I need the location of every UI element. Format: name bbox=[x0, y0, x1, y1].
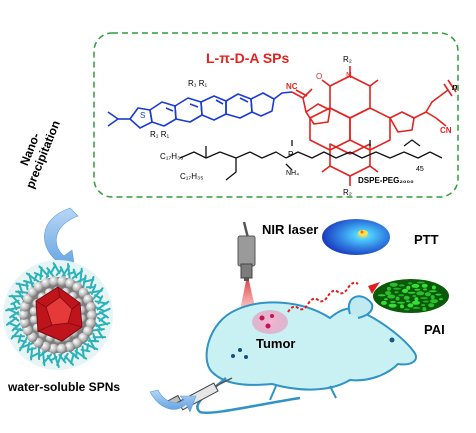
lipid-phosphorus: P bbox=[288, 150, 294, 159]
acceptor-r2-top: R₂ bbox=[343, 55, 352, 64]
donor-unit bbox=[107, 91, 293, 129]
donor-r1-bottom: R₁ R₁ bbox=[150, 130, 170, 139]
photoacoustic-wave bbox=[287, 281, 359, 313]
acceptor-o: O bbox=[316, 72, 323, 81]
laser-label: NIR laser bbox=[262, 222, 319, 237]
ptt-label: PTT bbox=[414, 232, 439, 247]
pai-label: PAI bbox=[424, 322, 445, 337]
lipid-ammonium: NH₄ bbox=[286, 170, 299, 177]
injection-arrow bbox=[149, 389, 197, 413]
ptt-image bbox=[322, 219, 390, 255]
pai-image bbox=[373, 279, 449, 313]
acceptor-n: N bbox=[346, 71, 352, 80]
lipid-chain-2: C₁₇H₃₅ bbox=[180, 172, 204, 181]
tumor-region bbox=[252, 310, 288, 334]
polymer-title: L-π-D-A SPs bbox=[206, 50, 290, 66]
nanoparticle-label: water-soluble SPNs bbox=[8, 380, 121, 394]
lipid-chain-1: C₁₇H₃₅ bbox=[160, 152, 184, 161]
tumor-label: Tumor bbox=[256, 336, 296, 351]
repeat-n: n bbox=[452, 82, 458, 92]
vinyl-linker bbox=[291, 88, 313, 113]
laser-probe bbox=[237, 221, 256, 281]
lipid-subscript: 45 bbox=[416, 166, 424, 173]
lipid-structure bbox=[179, 139, 443, 181]
nitrile-right: CN bbox=[440, 126, 452, 135]
wave-arrowhead bbox=[368, 282, 380, 294]
donor-sulfur: S bbox=[140, 111, 146, 120]
acceptor-r2-bottom: R₂ bbox=[343, 188, 352, 197]
structure-panel bbox=[93, 32, 459, 198]
acceptor-unit bbox=[305, 66, 457, 186]
nitrile-left: NC bbox=[286, 82, 298, 91]
mouse bbox=[196, 295, 417, 414]
lipid-name: DSPE-PEG₂₀₀₀ bbox=[358, 176, 414, 185]
nanoparticle bbox=[3, 260, 113, 370]
donor-r1-top: R₁ R₁ bbox=[188, 79, 208, 88]
